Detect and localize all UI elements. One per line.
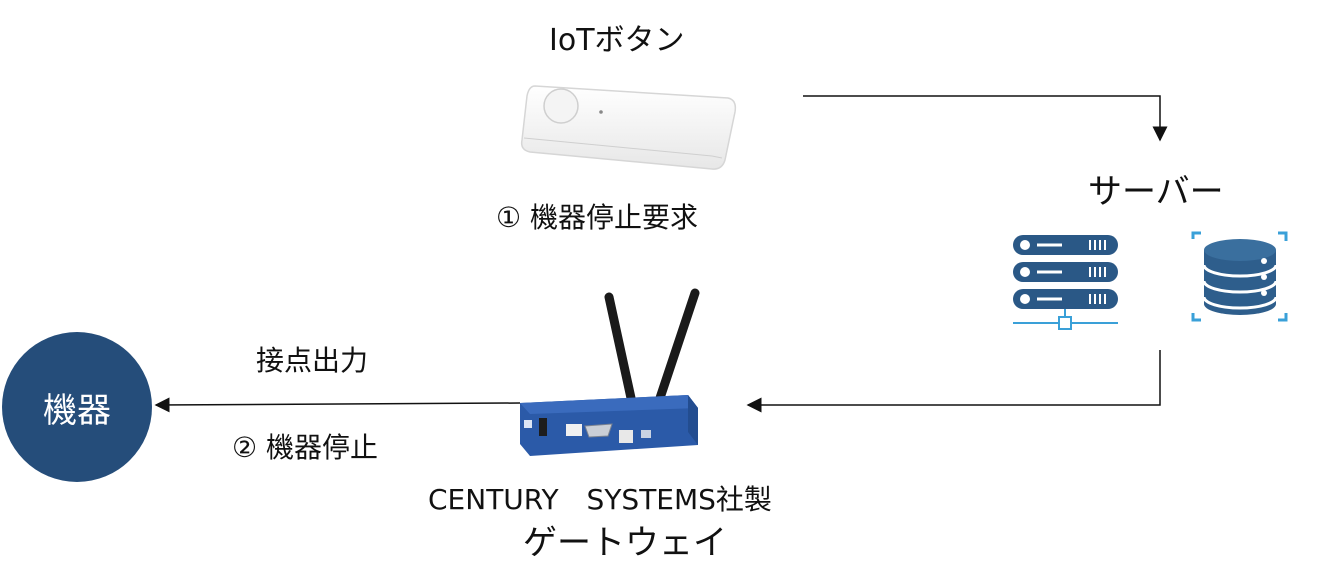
arrow-gateway-to-device (154, 397, 521, 413)
gateway-name-label: ゲートウェイ (523, 523, 727, 563)
server-title: サーバー (1088, 172, 1224, 212)
target-device: 機器 (2, 332, 152, 482)
step2-stop-label: ② 機器停止 (232, 431, 379, 464)
gateway-device (520, 288, 700, 456)
iot-button-title: IoTボタン (549, 23, 685, 58)
target-device-label: 機器 (43, 390, 111, 431)
iot-button-device (520, 85, 737, 170)
database-icon (1191, 231, 1288, 322)
step1-stop-request-label: ① 機器停止要求 (496, 201, 699, 234)
arrow-server-to-gateway (746, 350, 1161, 413)
gateway-maker-label: CENTURY SYSTEMS社製 (428, 483, 772, 516)
contact-output-label: 接点出力 (256, 344, 369, 377)
arrow-button-to-server (803, 95, 1168, 142)
server-rack-icon (1013, 235, 1118, 330)
